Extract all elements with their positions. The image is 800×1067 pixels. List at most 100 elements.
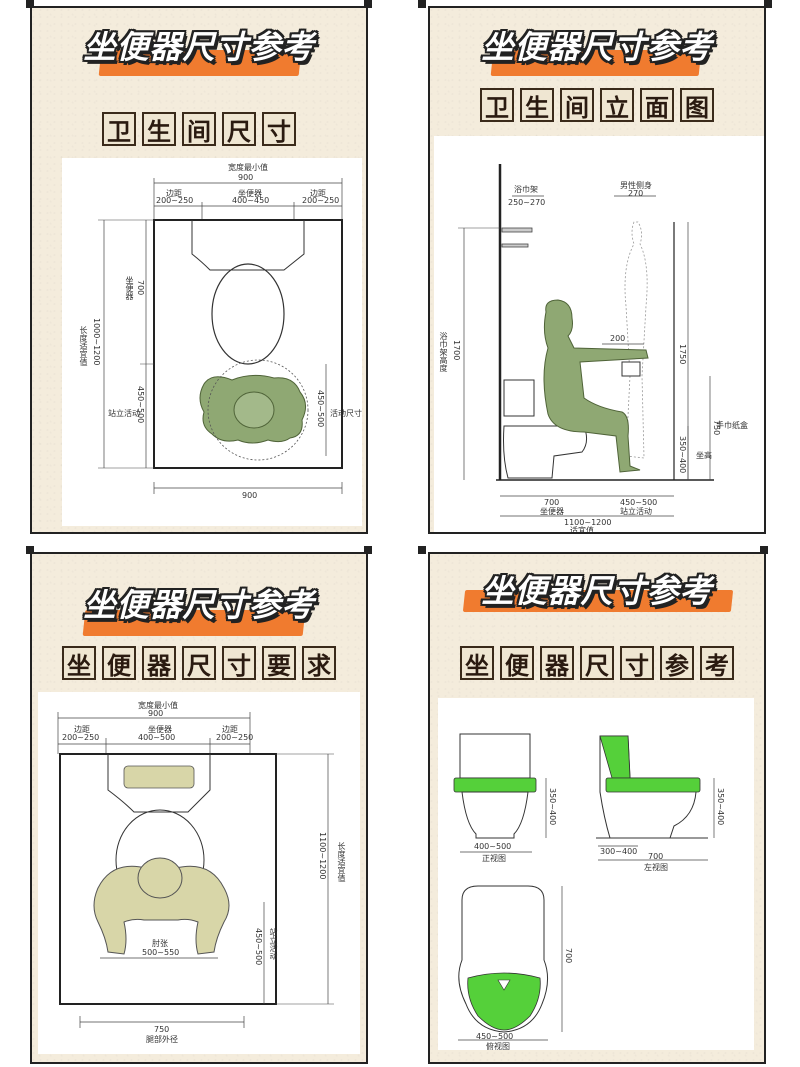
length-label: 长度适宜值 [337,842,346,882]
body-value: 270 [628,189,644,198]
corner-mark [418,546,426,554]
front-view [453,733,547,853]
front-width-label: 正视图 [482,854,506,863]
top-width-label: 俯视图 [486,1042,510,1051]
seated-person [543,299,649,473]
subtitle-char: 寸 [262,112,296,146]
depth-value: 700 [544,498,560,507]
page-title: 坐便器尺寸参考 [83,28,315,66]
seat-value: 400~450 [232,196,270,205]
stand-label: 站立活动 [108,409,140,418]
corner-mark [364,0,372,8]
activity-value: 450~500 [316,390,325,428]
panel-bathroom-size: 坐便器尺寸参考 卫 生 间 尺 寸 [30,6,368,534]
subtitle-char: 坐 [62,646,96,680]
length-label: 长度适宜值 [79,326,88,366]
seat-label: 坐便器 [148,725,172,734]
subtitle-char: 尺 [182,646,216,680]
subtitle-char: 要 [262,646,296,680]
towel-label: 浴巾架 [514,185,538,194]
side-label-left: 边距 [166,189,182,198]
seat-value: 400~500 [138,733,176,742]
side-value-right: 200~250 [216,733,254,742]
body-label: 男性侧身 [620,181,652,190]
panel-bathroom-elevation: 坐便器尺寸参考 卫 生 间 立 面 图 [428,6,766,534]
page-title: 坐便器尺寸参考 [83,586,315,624]
front-width-value: 400~500 [474,842,512,851]
plan-drawing [57,712,334,1028]
subtitle-char: 器 [540,646,574,680]
subtitle-char: 便 [102,646,136,680]
stand-value: 450~500 [254,928,263,966]
side-label-left: 边距 [74,725,90,734]
side-height-value: 350~400 [716,788,725,826]
bottom-label: 腿部外径 [146,1035,178,1044]
height-value: 1700 [452,340,461,361]
activity-label: 活动尺寸 [330,409,362,418]
page-title: 坐便器尺寸参考 [481,572,713,610]
page-title: 坐便器尺寸参考 [481,28,713,66]
subtitle-boxes: 坐 便 器 尺 寸 参 考 [430,646,764,680]
subtitle-char: 间 [560,88,594,122]
subtitle-char: 尺 [222,112,256,146]
drawing-sheet: 400~500 正视图 350~400 350~400 300~400 700 … [438,698,754,1051]
top-height-value: 700 [564,948,573,964]
top-view [458,885,563,1041]
subtitle-char: 求 [302,646,336,680]
total-value: 1100~1200 [564,518,612,527]
width-min-value: 900 [148,709,164,718]
subtitle-char: 尺 [580,646,614,680]
depth-label: 坐便器 [540,507,564,516]
width-min-label: 宽度最小值 [138,701,178,710]
subtitle-boxes: 卫 生 间 立 面 图 [430,88,764,122]
subtitle-char: 便 [500,646,534,680]
side-view [596,735,715,861]
paper-value: 750 [712,420,721,436]
width-min-label: 宽度最小值 [228,163,268,172]
corner-mark [26,546,34,554]
towel-value: 250~270 [508,198,546,207]
subtitle-char: 器 [142,646,176,680]
subtitle-char: 卫 [480,88,514,122]
subtitle-char: 面 [640,88,674,122]
bottom-value: 750 [154,1025,170,1034]
total-label: 适宜值 [570,526,594,534]
subtitle-char: 生 [520,88,554,122]
drawing-sheet: 宽度最小值 900 边距 200~250 坐便器 400~500 边距 200~… [38,692,360,1054]
subtitle-char: 立 [600,88,634,122]
panel-toilet-requirements: 坐便器尺寸参考 坐 便 器 尺 寸 要 求 [30,552,368,1064]
subtitle-char: 间 [182,112,216,146]
bottom-value: 900 [242,491,258,500]
elbow-label: 肘张 [152,939,168,948]
seat-label: 坐便器 [238,189,262,198]
side-label-right: 边距 [310,189,326,198]
stand-value: 450~500 [620,498,658,507]
side-value-left: 200~250 [62,733,100,742]
corner-mark [764,0,772,8]
person-figure [199,374,306,444]
height-label: 浴巾架高度 [439,332,448,372]
subtitle-char: 生 [142,112,176,146]
stand-label: 站立活动 [620,507,652,516]
arm-value: 200 [610,334,626,343]
toilet-views-drawing [453,733,715,1041]
subtitle-char: 寸 [222,646,256,680]
reach-value: 1750 [678,344,687,365]
side-base-value: 300~400 [600,847,638,856]
subtitle-char: 寸 [620,646,654,680]
side-value-right: 200~250 [302,196,340,205]
side-label-right: 边距 [222,725,238,734]
seat-depth-value: 700 [136,280,145,296]
side-depth-value: 700 [648,852,664,861]
side-value-left: 200~250 [156,196,194,205]
subtitle-boxes: 坐 便 器 尺 寸 要 求 [32,646,366,680]
person-figure-top [93,857,230,955]
seat-height-label: 坐高 [696,451,712,460]
front-height-value: 350~400 [548,788,557,826]
subtitle-char: 图 [680,88,714,122]
length-value: 1000~1200 [92,318,101,366]
subtitle-char: 坐 [460,646,494,680]
width-min-value: 900 [238,173,254,182]
plan-drawing [98,178,343,494]
corner-mark [364,546,372,554]
